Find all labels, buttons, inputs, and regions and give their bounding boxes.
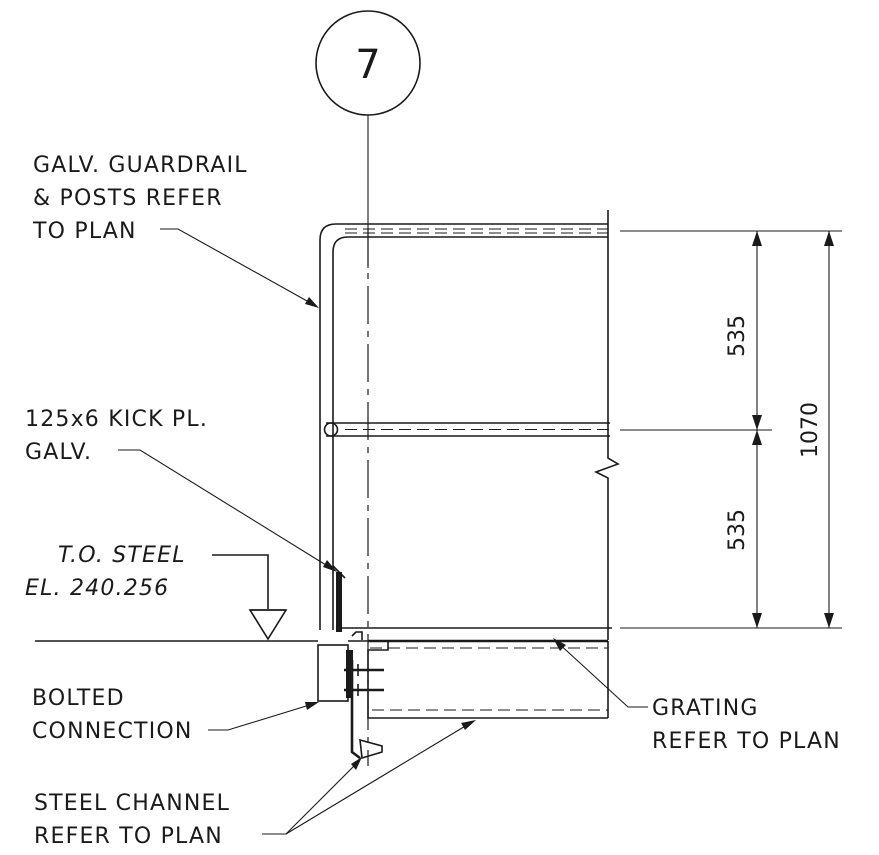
arrow-kick-plate xyxy=(323,560,337,572)
arrow-535-bottom xyxy=(752,613,762,628)
note-grating-line1: GRATING xyxy=(652,696,759,721)
leader-channel-1 xyxy=(262,759,361,835)
break-line xyxy=(593,210,620,640)
guardrail-post xyxy=(319,223,608,630)
note-bolted-line2: CONNECTION xyxy=(32,719,193,744)
note-bolted-connection: BOLTED CONNECTION xyxy=(32,686,319,744)
top-of-steel-datum xyxy=(35,554,318,642)
note-grating-line2: REFER TO PLAN xyxy=(652,729,841,754)
note-top-of-steel: T.O. STEEL EL. 240.256 xyxy=(25,543,186,601)
note-steel-channel: STEEL CHANNEL REFER TO PLAN xyxy=(34,720,476,849)
connection-plate xyxy=(317,644,349,702)
arrow-535-top xyxy=(752,231,762,246)
clip-top xyxy=(351,631,363,640)
mid-rail-end-circle xyxy=(323,422,339,437)
post-outer-edge xyxy=(319,223,608,630)
arrow-grating xyxy=(553,638,566,651)
note-guardrail: GALV. GUARDRAIL & POSTS REFER TO PLAN xyxy=(32,153,319,308)
note-bolted-line1: BOLTED xyxy=(32,686,125,711)
arrow-1070-top xyxy=(824,231,834,246)
arrow-bolted xyxy=(305,702,319,710)
leader-kick-plate xyxy=(118,449,335,571)
note-tos-line2: EL. 240.256 xyxy=(25,576,169,601)
connection-plate-solid xyxy=(346,650,353,698)
leader-grating xyxy=(555,640,648,708)
note-kick-plate: 125x6 KICK PL. GALV. xyxy=(25,407,337,572)
bolted-connection xyxy=(317,631,384,702)
dim-upper-text: 535 xyxy=(725,315,750,357)
note-guardrail-line1: GALV. GUARDRAIL xyxy=(33,153,248,178)
note-grating: GRATING REFER TO PLAN xyxy=(553,638,841,754)
detail-number: 7 xyxy=(355,42,380,88)
arrow-1070-bottom xyxy=(824,613,834,628)
datum-triangle xyxy=(248,609,288,641)
tos-leader xyxy=(212,554,269,609)
channel-bottom-flange xyxy=(359,738,383,760)
leader-guardrail xyxy=(160,228,317,307)
grating xyxy=(338,627,612,649)
arrow-guardrail xyxy=(305,297,319,308)
arrow-535-mid-up xyxy=(752,415,762,430)
mid-rail xyxy=(323,422,610,437)
kick-plate-solid xyxy=(336,572,342,632)
leader-bolted xyxy=(208,702,317,731)
arrow-535-mid-down xyxy=(752,430,762,445)
arrow-channel-1 xyxy=(351,757,362,770)
detail-bubble: 7 xyxy=(315,10,421,116)
note-guardrail-line2: & POSTS REFER xyxy=(33,186,223,211)
dim-lower-text: 535 xyxy=(725,509,750,551)
kick-plate xyxy=(332,565,346,632)
steel-channel xyxy=(348,640,609,760)
dim-overall-text: 1070 xyxy=(798,402,823,458)
post-inner-edge xyxy=(332,236,608,630)
note-guardrail-line3: TO PLAN xyxy=(32,219,137,244)
note-tos-line1: T.O. STEEL xyxy=(58,543,186,568)
leader-channel-2 xyxy=(285,721,473,835)
note-channel-line2: REFER TO PLAN xyxy=(34,824,223,849)
kick-plate-top xyxy=(332,565,346,579)
note-kick-line2: GALV. xyxy=(25,440,92,465)
dimension-lines xyxy=(620,230,842,629)
channel-outline xyxy=(348,640,608,719)
note-channel-line1: STEEL CHANNEL xyxy=(34,791,230,816)
arrow-channel-2 xyxy=(461,720,476,730)
note-kick-line1: 125x6 KICK PL. xyxy=(25,407,208,432)
